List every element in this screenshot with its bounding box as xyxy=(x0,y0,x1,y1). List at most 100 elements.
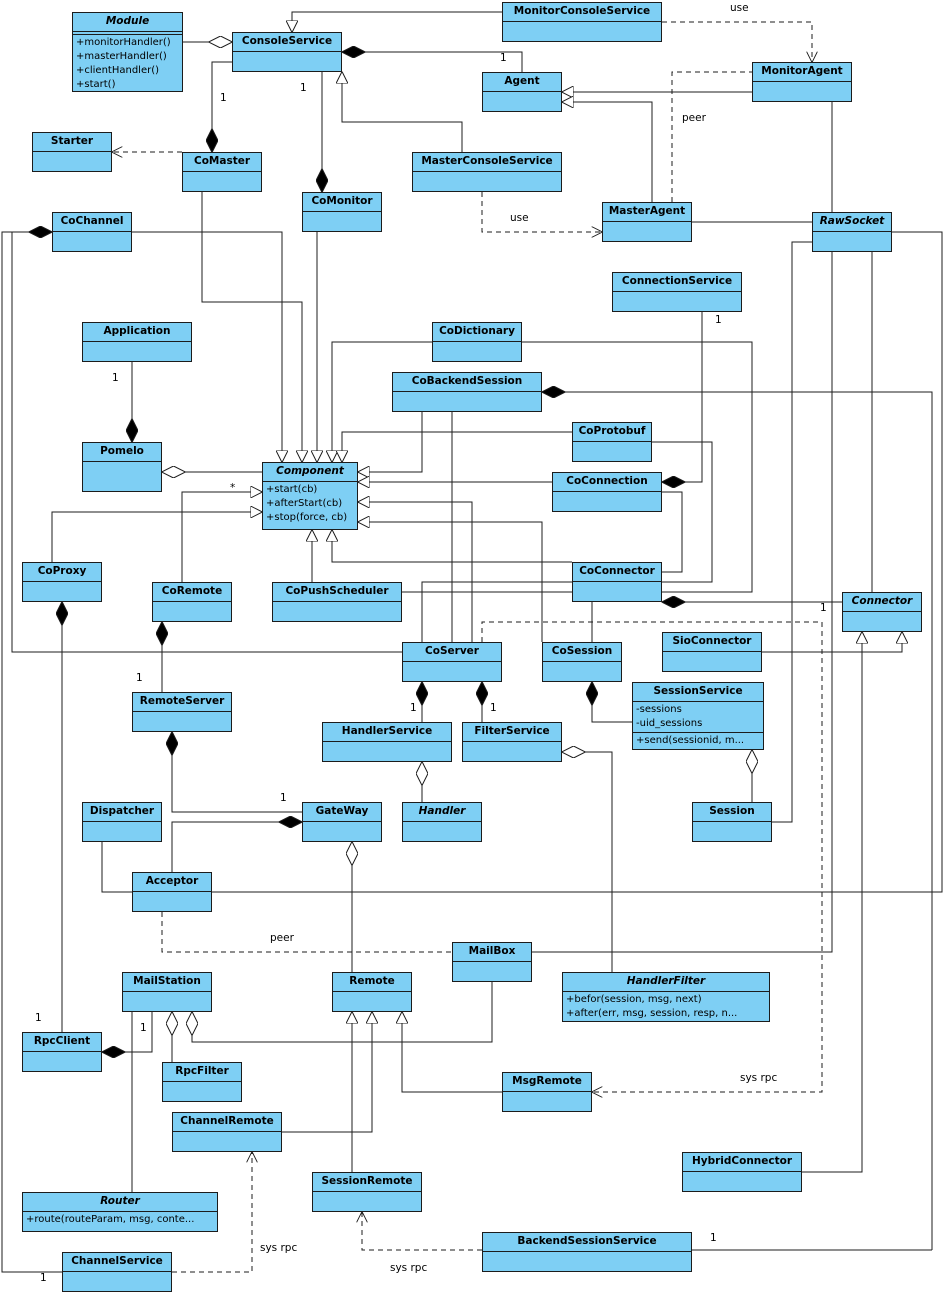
class-cosession-section xyxy=(543,662,621,664)
edge-coconnection-coconnector xyxy=(662,491,683,573)
class-member: -uid_sessions xyxy=(636,718,703,729)
multiplicity-comaster: 1 xyxy=(220,92,227,104)
edge-rawsocket-acceptor xyxy=(212,231,943,893)
class-coserver-title: CoServer xyxy=(403,643,501,662)
class-coconnection-title: CoConnection xyxy=(553,473,661,492)
class-component-section: +start(cb)+afterStart(cb)+stop(force, cb… xyxy=(263,482,357,526)
class-consoleservice-title: ConsoleService xyxy=(233,33,341,52)
class-rawsocket-title: RawSocket xyxy=(813,213,891,232)
class-connectionservice-section xyxy=(613,292,741,294)
class-consoleservice-section xyxy=(233,52,341,54)
edge-hybrid-connector xyxy=(802,632,862,1173)
edge-sessionservice-cosession xyxy=(592,682,632,723)
class-module: Module +monitorHandler() +masterHandler() +… xyxy=(72,12,183,92)
edge-coserver-coconnector xyxy=(421,581,572,642)
class-handler-title: Handler xyxy=(403,803,481,822)
class-monitorconsoleservice: MonitorConsoleService xyxy=(502,2,662,42)
class-rpcclient-title: RpcClient xyxy=(23,1033,101,1052)
class-remote-section xyxy=(333,992,411,994)
edge-cobackend-component xyxy=(358,412,423,472)
class-backendsessionservice: BackendSessionService xyxy=(482,1232,692,1272)
class-mailstation-title: MailStation xyxy=(123,973,211,992)
class-application-title: Application xyxy=(83,323,191,342)
edge-masteragent-monitoragent-peer xyxy=(671,71,752,202)
class-coserver-section xyxy=(403,662,501,664)
class-pomelo-section xyxy=(83,462,161,464)
class-masterconsoleservice: MasterConsoleService xyxy=(412,152,562,192)
class-rpcclient-section xyxy=(23,1052,101,1054)
class-sioconnector-section xyxy=(663,652,761,654)
class-coprotobuf-section xyxy=(573,442,651,444)
class-channelremote: ChannelRemote xyxy=(172,1112,282,1152)
class-msgremote-title: MsgRemote xyxy=(503,1073,591,1092)
edge-cochannel-component xyxy=(132,231,282,462)
class-acceptor: Acceptor xyxy=(132,872,212,912)
class-cochannel: CoChannel xyxy=(52,212,132,252)
class-cobackendsession-title: CoBackendSession xyxy=(393,373,541,392)
class-coproxy-title: CoProxy xyxy=(23,563,101,582)
multiplicity-gateway: 1 xyxy=(280,792,287,804)
class-sioconnector-title: SioConnector xyxy=(663,633,761,652)
edge-connsvc-coconnection xyxy=(662,312,703,482)
class-hybridconnector-title: HybridConnector xyxy=(683,1153,801,1172)
edge-channelremote-remote xyxy=(282,1012,372,1133)
class-dispatcher-section xyxy=(83,822,161,824)
class-hybridconnector: HybridConnector xyxy=(682,1152,802,1192)
class-coconnector-title: CoConnector xyxy=(573,563,661,582)
class-monitorconsoleservice-section xyxy=(503,22,661,24)
class-monitoragent-section xyxy=(753,82,851,84)
class-agent-title: Agent xyxy=(483,73,561,92)
edge-monitorconsole-monitoragent-use xyxy=(662,21,812,62)
class-sessionservice-section: +send(sessionid, m... xyxy=(633,733,763,749)
label-sysrpc-msgremote: sys rpc xyxy=(740,1072,778,1084)
class-hybridconnector-section xyxy=(683,1172,801,1174)
class-connector-title: Connector xyxy=(843,593,921,612)
edge-coprotobuf-coconnector xyxy=(652,441,713,583)
class-acceptor-title: Acceptor xyxy=(133,873,211,892)
class-rpcfilter-title: RpcFilter xyxy=(163,1063,241,1082)
class-mailbox-section xyxy=(453,962,531,964)
class-member: +befor(session, msg, next) xyxy=(566,994,702,1005)
class-member: +masterHandler() xyxy=(76,51,167,62)
class-member: +monitorHandler() xyxy=(76,37,171,48)
label-peer-agents: peer xyxy=(682,112,706,124)
class-member: +send(sessionid, m... xyxy=(636,735,745,746)
class-codictionary: CoDictionary xyxy=(432,322,522,362)
class-session-section xyxy=(693,822,771,824)
class-router: Router+route(routeParam, msg, conte... xyxy=(22,1192,218,1232)
class-rpcfilter: RpcFilter xyxy=(162,1062,242,1102)
multiplicity-application: 1 xyxy=(112,372,119,384)
class-handlerservice-title: HandlerService xyxy=(323,723,451,742)
class-pomelo-title: Pomelo xyxy=(83,443,161,462)
class-comonitor: CoMonitor xyxy=(302,192,382,232)
class-module-title: Module xyxy=(73,13,182,32)
class-connectionservice-title: ConnectionService xyxy=(613,273,741,292)
class-monitoragent: MonitorAgent xyxy=(752,62,852,102)
class-mailbox-title: MailBox xyxy=(453,943,531,962)
class-member: +clientHandler() xyxy=(76,65,160,76)
class-backendsessionservice-title: BackendSessionService xyxy=(483,1233,691,1252)
class-masterconsoleservice-title: MasterConsoleService xyxy=(413,153,561,172)
class-sessionremote-section xyxy=(313,1192,421,1194)
edge-msgremote-remote xyxy=(402,1012,502,1093)
class-mailbox: MailBox xyxy=(452,942,532,982)
edge-dispatcher-acceptor xyxy=(101,842,132,893)
edge-cosession-component xyxy=(358,522,543,642)
edge-sioconnector-connector xyxy=(762,632,902,653)
multiplicity-comonitor: 1 xyxy=(300,82,307,94)
class-codictionary-section xyxy=(433,342,521,344)
class-masteragent-section xyxy=(603,222,691,224)
edge-handlerfilter-filterservice xyxy=(562,752,613,972)
multiplicity-handlerservice: 1 xyxy=(410,702,417,714)
label-peer-acceptor-mailbox: peer xyxy=(270,932,294,944)
class-coremote-section xyxy=(153,602,231,604)
edge-masterconsole-masteragent-use xyxy=(481,192,602,232)
class-sessionremote: SessionRemote xyxy=(312,1172,422,1212)
class-remoteserver-title: RemoteServer xyxy=(133,693,231,712)
class-codictionary-title: CoDictionary xyxy=(433,323,521,342)
class-coconnector-section xyxy=(573,582,661,584)
class-member: +stop(force, cb) xyxy=(266,512,348,523)
class-consoleservice: ConsoleService xyxy=(232,32,342,72)
